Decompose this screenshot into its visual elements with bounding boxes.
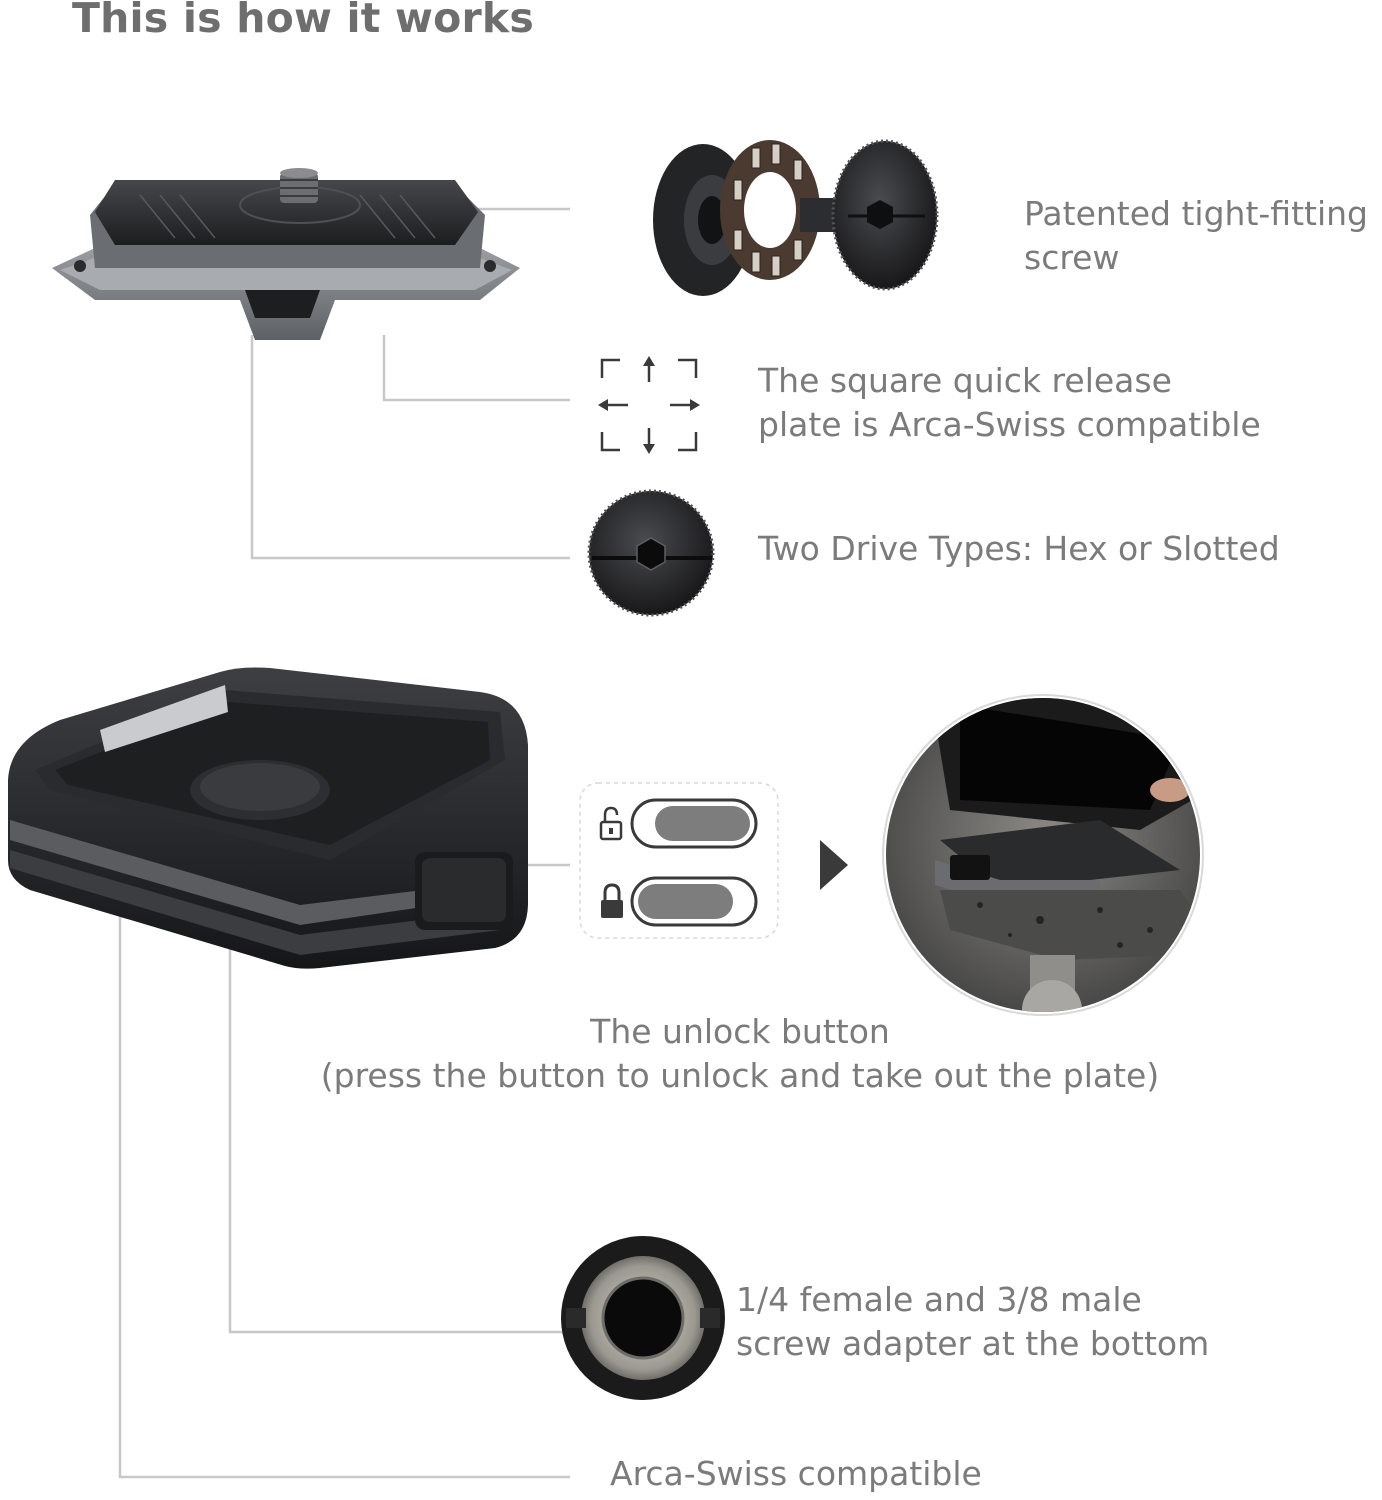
locked-toggle-switch [630, 876, 758, 927]
feature-adapter-text: 1/4 female and 3/8 male screw adapter at… [736, 1278, 1209, 1366]
page-title: This is how it works [72, 0, 534, 42]
feature-screw-line-2: screw [1024, 238, 1120, 277]
feature-square-text: The square quick release plate is Arca-S… [758, 359, 1261, 447]
quick-release-plate-image [52, 168, 520, 340]
feature-square-line-1: The square quick release [758, 361, 1172, 400]
feature-arca-text: Arca-Swiss compatible [610, 1454, 982, 1493]
clamp-base-image [8, 667, 528, 969]
unlocked-padlock-icon [599, 806, 623, 841]
drive-type-knob-image [587, 489, 715, 617]
leader-lines [118, 207, 570, 1479]
locked-padlock-icon [601, 883, 623, 918]
screw-adapter-image [561, 1236, 725, 1400]
feature-screw-text: Patented tight-fitting screw [1024, 192, 1368, 280]
play-triangle-icon [820, 840, 848, 890]
feature-unlock-line-2: (press the button to unlock and take out… [320, 1056, 1160, 1095]
four-direction-arrows-icon [600, 358, 698, 452]
feature-adapter-line-1: 1/4 female and 3/8 male [736, 1280, 1142, 1319]
feature-adapter-line-2: screw adapter at the bottom [736, 1324, 1210, 1363]
camera-mount-photo [882, 694, 1204, 1016]
feature-unlock-text: The unlock button (press the button to u… [300, 1010, 1180, 1098]
feature-unlock-line-1: The unlock button [590, 1012, 890, 1051]
feature-screw-line-1: Patented tight-fitting [1024, 194, 1368, 233]
unlocked-toggle-switch [630, 798, 758, 849]
feature-drive-text: Two Drive Types: Hex or Slotted [758, 529, 1280, 568]
tight-fitting-screw-image [653, 139, 939, 296]
direction-arrowheads [598, 356, 700, 454]
feature-square-line-2: plate is Arca-Swiss compatible [758, 405, 1261, 444]
